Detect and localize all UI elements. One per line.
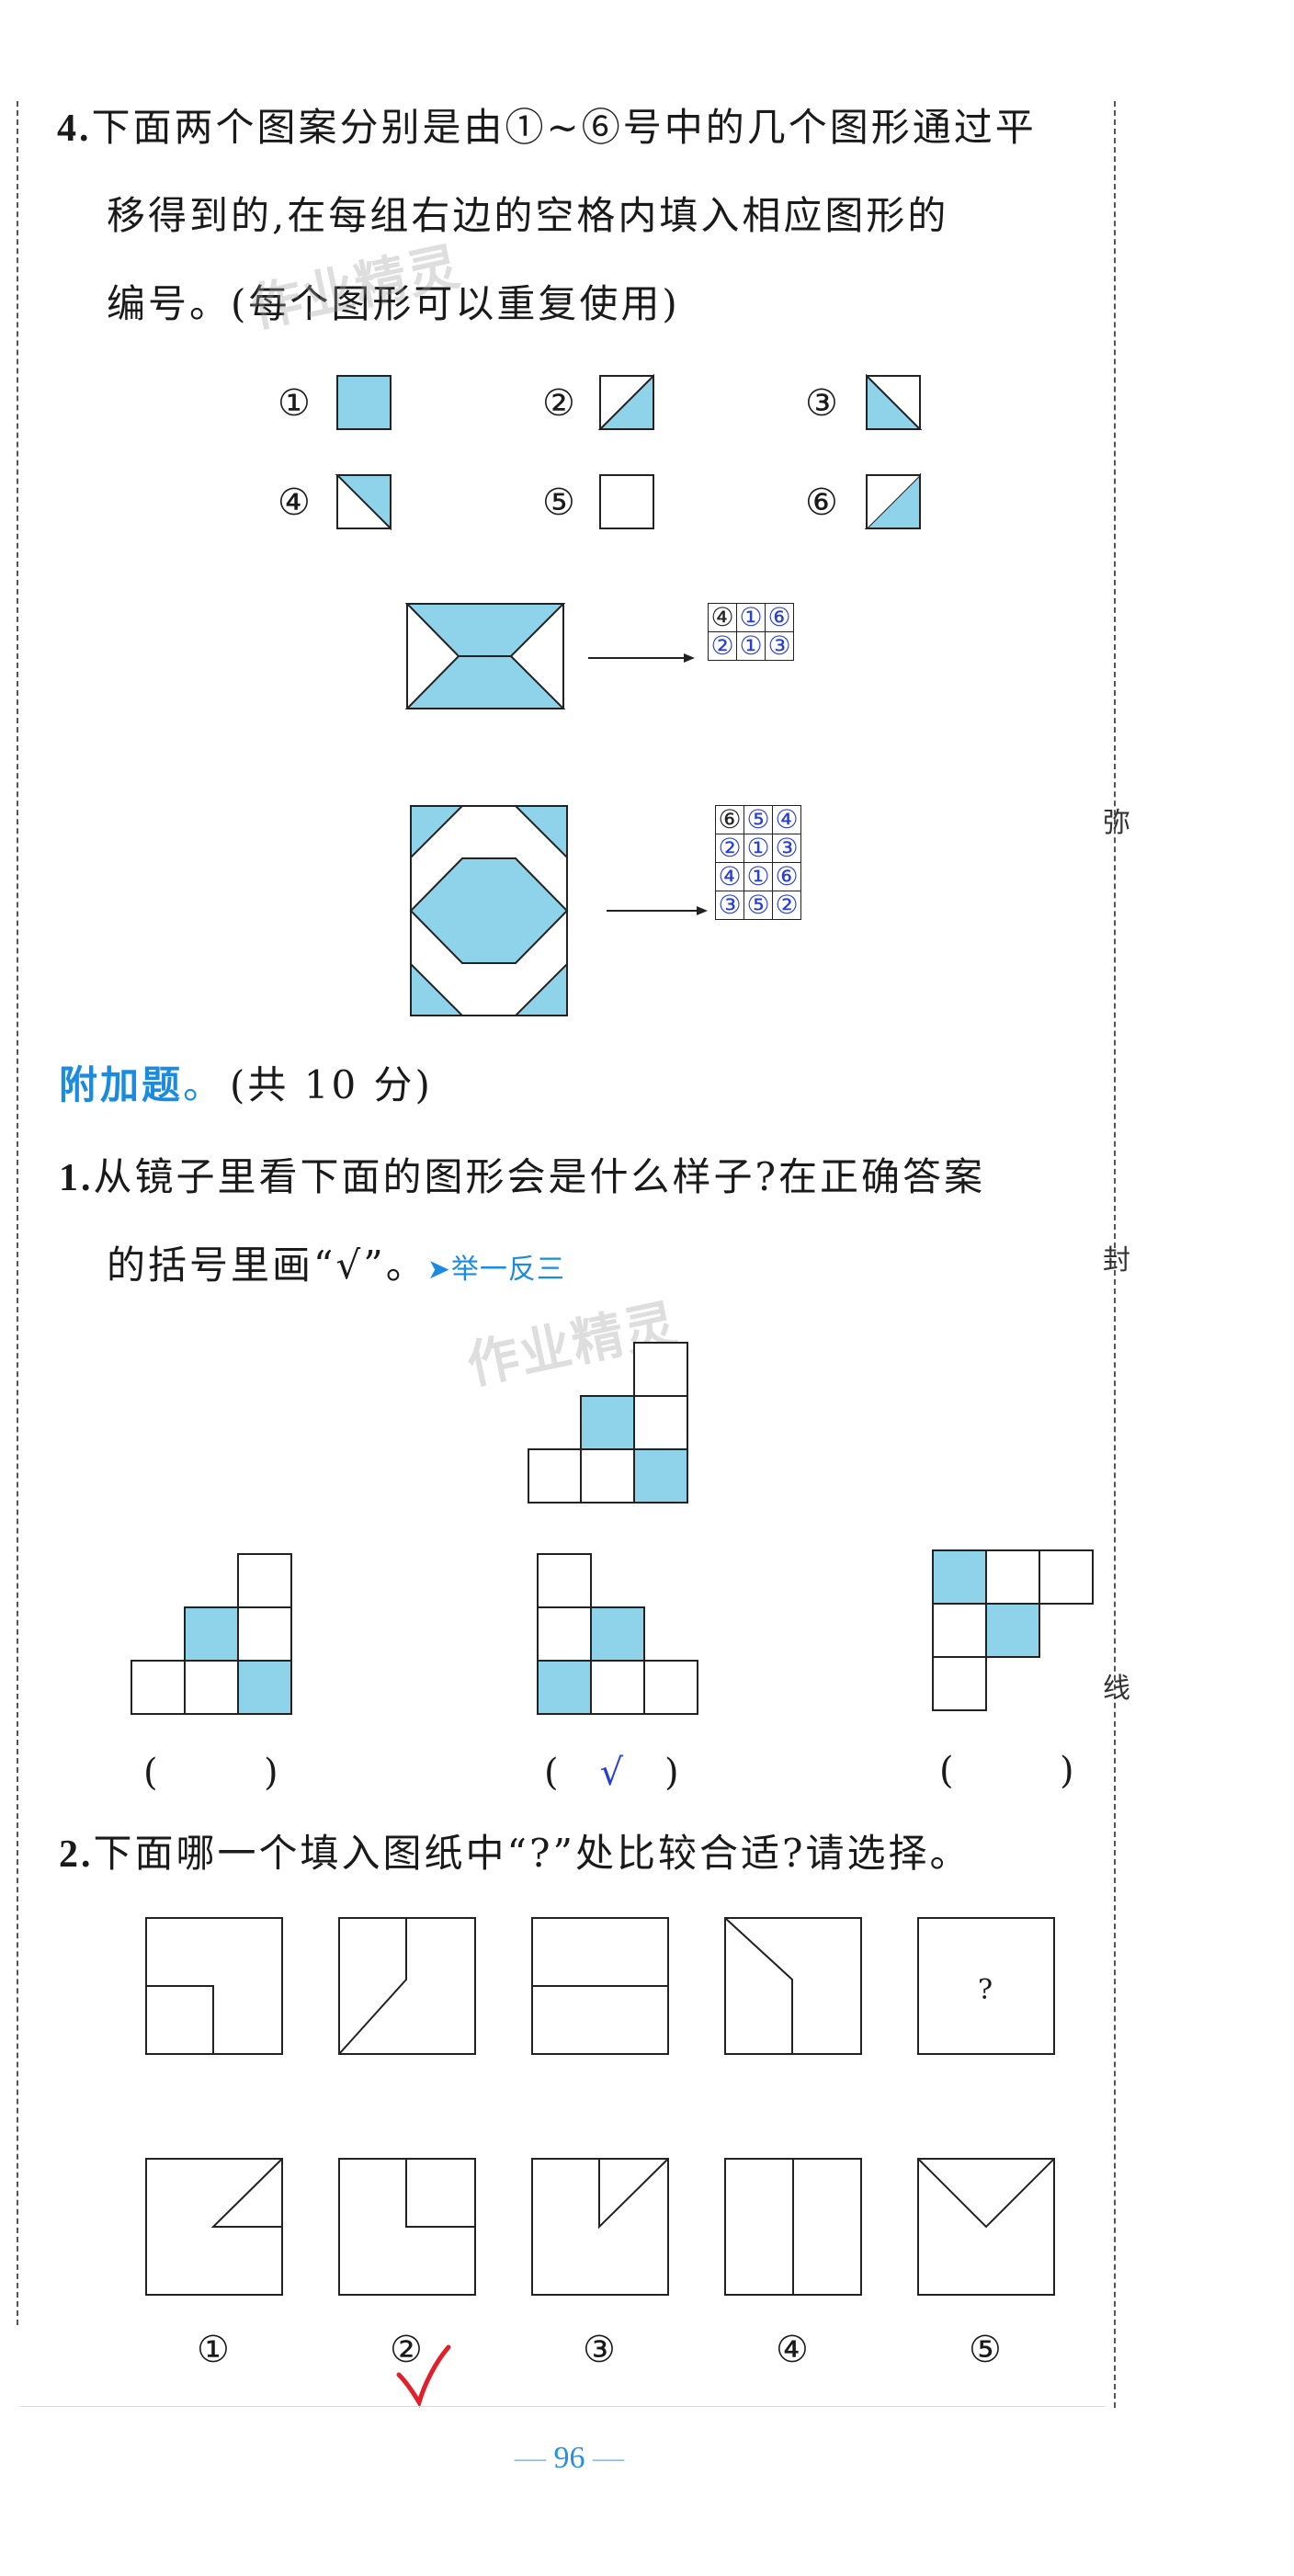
grid-cell[interactable]: ① bbox=[743, 862, 773, 891]
grid-cell[interactable]: ⑤ bbox=[743, 891, 773, 920]
q2-seq-2 bbox=[338, 1917, 476, 2055]
q1-option-b bbox=[537, 1553, 698, 1715]
shape-1-full-square bbox=[336, 375, 392, 430]
grid-cell[interactable]: ② bbox=[715, 834, 744, 863]
arrow-1 bbox=[588, 653, 695, 663]
grid-cell[interactable]: ① bbox=[736, 603, 766, 632]
shape-label-5: ⑤ bbox=[542, 482, 575, 524]
q2-option-2 bbox=[338, 2158, 476, 2296]
binding-char-mi: 弥 bbox=[1103, 807, 1130, 839]
right-dashed-binding-line bbox=[1114, 101, 1116, 2408]
grid-cell[interactable]: ⑤ bbox=[743, 805, 773, 834]
pattern-1-hourglass bbox=[404, 603, 566, 709]
question-mark: ? bbox=[978, 1974, 993, 2006]
bonus-score: (共 10 分) bbox=[230, 1062, 433, 1107]
arrow-2 bbox=[607, 906, 708, 915]
binding-char-feng: 封 bbox=[1103, 1244, 1130, 1277]
option-label-4[interactable]: ④ bbox=[776, 2329, 809, 2371]
option-label-1[interactable]: ① bbox=[197, 2329, 230, 2371]
shape-label-6: ⑥ bbox=[805, 482, 838, 524]
page-number-value: 96 bbox=[553, 2441, 585, 2475]
q2-seq-5-question bbox=[917, 1917, 1055, 2055]
bracket-b[interactable]: ( √ ) bbox=[544, 1752, 679, 1794]
q4-line2: 移得到的,在每组右边的空格内填入相应图形的 bbox=[107, 193, 949, 238]
q2-line1: 2.下面哪一个填入图纸中“?”处比较合适?请选择。 bbox=[59, 1831, 971, 1876]
grid-cell[interactable]: ① bbox=[736, 631, 766, 661]
pattern-2-octagon bbox=[409, 805, 569, 1016]
grid-cell[interactable]: ③ bbox=[715, 891, 744, 920]
option-label-2[interactable]: ② bbox=[390, 2329, 423, 2371]
option-label-5[interactable]: ⑤ bbox=[969, 2329, 1002, 2371]
bracket-a[interactable]: ( ) bbox=[143, 1752, 278, 1794]
red-check-mark-icon bbox=[396, 2344, 451, 2409]
grid-cell[interactable]: ③ bbox=[772, 834, 801, 863]
bonus-title: 附加题 bbox=[59, 1062, 184, 1107]
question-number: 4. bbox=[57, 108, 92, 150]
q2-text-1: 下面哪一个填入图纸中“?”处比较合适?请选择。 bbox=[93, 1831, 971, 1876]
grid-cell[interactable]: ④ bbox=[715, 862, 744, 891]
grid-cell[interactable]: ⑥ bbox=[715, 805, 744, 834]
q1-text-2: 的括号里画“√”。 bbox=[107, 1243, 427, 1288]
grid-cell[interactable]: ⑥ bbox=[772, 862, 801, 891]
shape-label-4: ④ bbox=[278, 482, 311, 524]
footer-rule-left bbox=[20, 2406, 1105, 2407]
q4-text-1: 下面两个图案分别是由①~⑥号中的几个图形通过平 bbox=[91, 105, 1037, 150]
bonus-dot: 。 bbox=[183, 1062, 225, 1107]
shape-label-3: ③ bbox=[805, 382, 838, 425]
q4-line1: 4.下面两个图案分别是由①~⑥号中的几个图形通过平 bbox=[57, 105, 1037, 150]
shape-6-triangle bbox=[864, 472, 921, 529]
q1-line1: 1.从镜子里看下面的图形会是什么样子?在正确答案 bbox=[59, 1157, 985, 1199]
shape-5-empty-square bbox=[599, 474, 654, 529]
bonus-heading: 附加题。(共 10 分) bbox=[59, 1066, 433, 1105]
q2-option-1 bbox=[145, 2158, 283, 2296]
q2-seq-4 bbox=[724, 1917, 862, 2055]
binding-char-xian: 线 bbox=[1103, 1673, 1130, 1705]
question-number: 1. bbox=[59, 1157, 94, 1199]
shape-3-triangle bbox=[866, 373, 923, 430]
tag-label: ➤举一反三 bbox=[426, 1254, 565, 1286]
q4-line3: 编号。(每个图形可以重复使用) bbox=[107, 281, 680, 326]
shape-2-lower-left-triangle bbox=[597, 373, 654, 430]
q1-original-figure bbox=[528, 1342, 688, 1504]
left-dashed-border bbox=[17, 101, 18, 2325]
shape-4-triangle bbox=[335, 474, 392, 531]
q2-option-3 bbox=[531, 2158, 669, 2296]
grid-cell[interactable]: ④ bbox=[708, 603, 737, 632]
grid-cell[interactable]: ③ bbox=[765, 631, 794, 661]
shape-label-2: ② bbox=[542, 382, 575, 425]
option-label-3[interactable]: ③ bbox=[583, 2329, 616, 2371]
q2-seq-3 bbox=[531, 1917, 669, 2055]
q1-option-c bbox=[932, 1549, 1094, 1711]
grid-cell[interactable]: ① bbox=[743, 834, 773, 863]
q2-option-4 bbox=[724, 2158, 862, 2296]
answer-b-checkmark: √ bbox=[599, 1752, 624, 1794]
q2-option-5 bbox=[917, 2158, 1055, 2296]
grid-cell[interactable]: ② bbox=[772, 891, 801, 920]
page-number: — 96 — bbox=[515, 2441, 624, 2475]
shape-label-1: ① bbox=[278, 382, 311, 425]
grid-cell[interactable]: ④ bbox=[772, 805, 801, 834]
q1-line2: 的括号里画“√”。➤举一反三 bbox=[107, 1246, 565, 1285]
grid-cell[interactable]: ⑥ bbox=[765, 603, 794, 632]
question-number: 2. bbox=[59, 1833, 94, 1876]
q1-text-1: 从镜子里看下面的图形会是什么样子?在正确答案 bbox=[93, 1154, 986, 1199]
bracket-c[interactable]: ( ) bbox=[939, 1750, 1074, 1792]
q2-seq-1 bbox=[145, 1917, 283, 2055]
grid-cell[interactable]: ② bbox=[708, 631, 737, 661]
q1-option-a bbox=[131, 1553, 292, 1715]
